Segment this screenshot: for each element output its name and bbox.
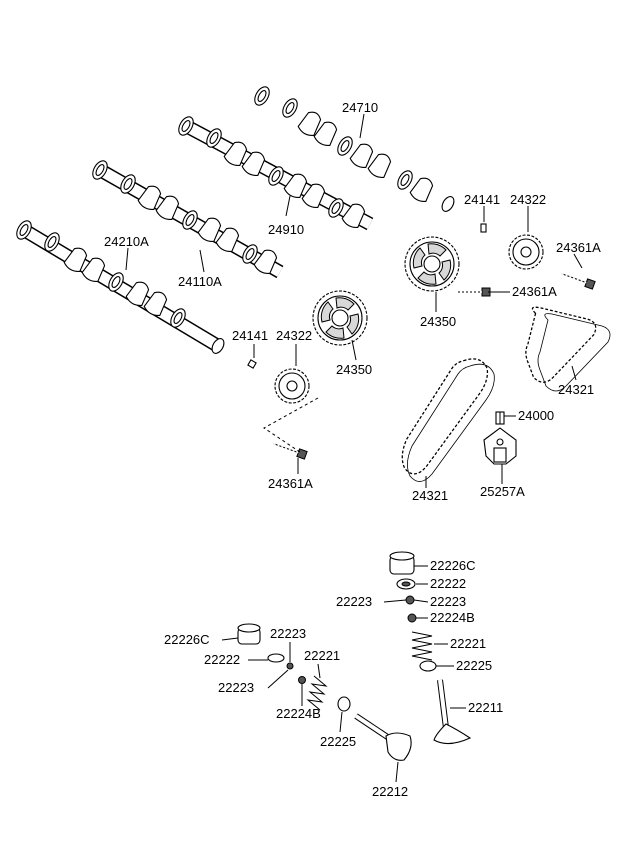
label-tappet-left: 22226C: [164, 632, 210, 647]
cotter-right: [405, 595, 415, 605]
sprocket-icon: [508, 234, 544, 270]
tappet-right: [389, 551, 415, 575]
bolt-icon: [271, 439, 308, 460]
label-24210A: 24210A: [104, 234, 149, 249]
label-seat-right: 22225: [456, 658, 492, 673]
key-icon: [480, 223, 487, 233]
label-tappet-right: 22226C: [430, 558, 476, 573]
label-chain-large: 24321: [412, 488, 448, 503]
seal-right: [407, 613, 417, 623]
label-24710: 24710: [342, 100, 378, 115]
label-seat-left: 22225: [320, 734, 356, 749]
timing-chain-large: [401, 358, 495, 482]
tappet-left: [237, 623, 261, 645]
label-sprocket-lower: 24322: [276, 328, 312, 343]
cvvt-icon: [404, 236, 460, 292]
label-bolt-right: 24361A: [556, 240, 601, 255]
label-24910: 24910: [268, 222, 304, 237]
label-valve-left: 22212: [372, 784, 408, 799]
label-seal-left: 22224B: [276, 706, 321, 721]
spring-left: [306, 675, 328, 711]
valve-left: [354, 713, 412, 761]
label-24110A: 24110A: [178, 274, 222, 289]
camshaft-24710: [251, 83, 455, 212]
assembly-line: [263, 397, 319, 453]
label-cotter-right-right: 22223: [430, 594, 466, 609]
label-seal-right: 22224B: [430, 610, 475, 625]
camshaft-24110A: [89, 157, 284, 279]
label-bolt-lower: 24361A: [268, 476, 313, 491]
label-retainer-right: 22222: [430, 576, 466, 591]
label-cotter-right-left: 22223: [336, 594, 372, 609]
label-tensioner: 24000: [518, 408, 554, 423]
label-spring-right: 22221: [450, 636, 486, 651]
label-retainer-left: 22222: [204, 652, 240, 667]
cotter-left: [286, 662, 294, 670]
label-guide: 25257A: [480, 484, 525, 499]
label-bolt-mid: 24361A: [512, 284, 557, 299]
retainer-left: [267, 653, 285, 663]
label-sprocket-upper: 24322: [510, 192, 546, 207]
valve-right: [433, 679, 472, 745]
seat-left: [337, 696, 351, 712]
label-cvvt-upper: 24350: [420, 314, 456, 329]
cvvt-icon: [312, 290, 368, 346]
retainer-right-hole: [401, 581, 411, 587]
label-cvvt-lower: 24350: [336, 362, 372, 377]
chain-guide-icon: [483, 427, 517, 465]
seal-left: [298, 676, 306, 684]
timing-chain-small: [525, 306, 611, 392]
label-cotter-left-top: 22223: [270, 626, 306, 641]
label-key-upper: 24141: [464, 192, 500, 207]
bolt-icon: [559, 269, 596, 290]
label-chain-small: 24321: [558, 382, 594, 397]
label-key-lower: 24141: [232, 328, 268, 343]
key-icon: [247, 359, 257, 369]
spring-right: [411, 631, 433, 661]
label-valve-right: 22211: [468, 700, 503, 715]
seat-right: [419, 660, 437, 672]
camshaft-24210A: [13, 217, 225, 354]
bolt-icon: [455, 287, 491, 297]
label-spring-left: 22221: [304, 648, 340, 663]
sprocket-icon: [274, 368, 310, 404]
label-cotter-left: 22223: [218, 680, 254, 695]
tensioner-icon: [495, 411, 505, 425]
camshaft-24910: [175, 113, 374, 231]
leader-lines: [125, 113, 583, 783]
